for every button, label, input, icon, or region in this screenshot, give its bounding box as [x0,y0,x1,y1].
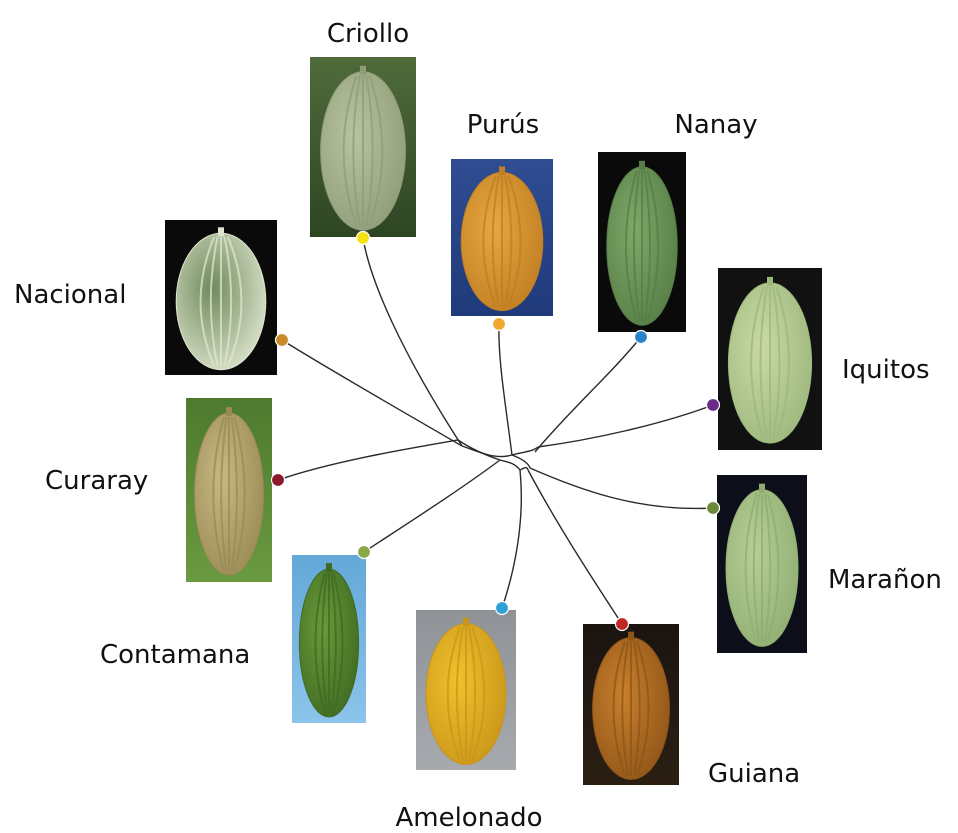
branch-iquitos [538,405,713,447]
node-dot-nanay [635,331,648,344]
pod-photo-curaray [186,398,272,582]
branch-criollo [363,238,462,446]
pod-photo-maranon [717,475,807,653]
pod-photo-iquitos [718,268,822,450]
node-dot-purus [493,318,506,331]
label-iquitos: Iquitos [842,355,930,385]
pod-photo-purus [451,159,553,316]
label-nacional: Nacional [14,280,126,310]
pod-photo-contamana [292,555,366,723]
label-curaray: Curaray [45,466,148,496]
node-dot-guiana [616,618,629,631]
label-nanay: Nanay [674,110,757,140]
branch-contamana [364,460,500,552]
label-contamana: Contamana [100,640,250,670]
node-dot-curaray [272,474,285,487]
label-amelonado: Amelonado [395,803,542,833]
label-purus: Purús [467,110,539,140]
label-maranon: Marañon [828,565,942,595]
branch-amelonado [502,470,521,608]
pod-photo-nacional [165,220,277,375]
branch-maranon [530,468,713,508]
node-dot-maranon [707,502,720,515]
branch-nacional [282,340,462,446]
label-criollo: Criollo [327,19,409,49]
taxon-amelonado: Amelonado [395,470,542,833]
node-dot-amelonado [496,602,509,615]
tree-branch [458,440,500,460]
node-dot-nacional [276,334,289,347]
tree-branch [500,460,520,470]
tree-core-branches [458,440,538,470]
tree-branch [512,447,538,455]
label-guiana: Guiana [708,759,800,789]
branch-purus [499,324,512,455]
node-dot-contamana [358,546,371,559]
node-dot-iquitos [707,399,720,412]
tree-branch [520,468,528,470]
tree-branch [512,455,530,468]
pod-photo-criollo [310,57,416,237]
pod-photo-nanay [598,152,686,332]
taxon-purus: Purús [451,110,553,455]
pod-photo-amelonado [416,610,516,770]
branch-curaray [278,440,458,480]
pod-photo-guiana [583,624,679,785]
branch-guiana [528,470,622,624]
taxon-criollo: Criollo [310,19,462,446]
branch-nanay [535,337,641,452]
node-dot-criollo [357,232,370,245]
taxon-iquitos: Iquitos [538,268,930,450]
taxon-curaray: Curaray [45,398,458,582]
